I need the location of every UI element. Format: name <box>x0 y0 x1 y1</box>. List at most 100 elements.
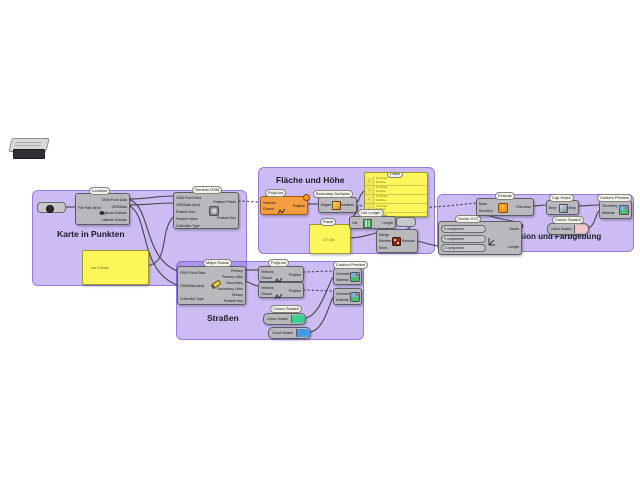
location-output-latitude[interactable]: Latitude Domain <box>101 217 128 222</box>
node-cap-holes[interactable]: Cap Holes Brep Brep <box>546 194 579 215</box>
boundary-output-surfaces[interactable]: Surfaces <box>340 203 354 207</box>
wire-location-osm-points[interactable] <box>127 195 174 200</box>
vectorxyz-input-x[interactable]: X component <box>441 225 486 233</box>
wire-panelrange-random-range[interactable] <box>348 232 377 239</box>
extrude-input-base[interactable]: Base <box>479 202 487 206</box>
node-custom-preview-s2[interactable]: Geometry Material <box>333 288 362 305</box>
polyline-f-input-closed[interactable]: Closed <box>263 207 274 211</box>
node-random[interactable]: Range Number Seed Random <box>376 229 418 253</box>
preview-ext-input-geometry[interactable]: Geometry <box>602 204 618 208</box>
node-extrude[interactable]: Extrude Base Direction ! Extrusion <box>476 192 534 216</box>
genericosm-input-featurevalue[interactable]: Feature Value <box>176 217 198 221</box>
genericosm-output-featurepoints[interactable]: Feature Points <box>213 200 236 204</box>
majorroads-output-secondarylinks[interactable]: Secondary Links <box>217 286 243 291</box>
genericosm-input-osmdata[interactable]: OSMData (text) <box>176 203 201 207</box>
colour-swatch-blue[interactable]: Colour Swatch <box>268 327 311 339</box>
polyline-s2-input-closed[interactable]: Closed <box>261 291 272 296</box>
wire-polyline1-preview[interactable] <box>302 270 334 273</box>
preview-ext-input-material[interactable]: Material <box>602 210 615 215</box>
random-input-number[interactable]: Number <box>379 239 392 243</box>
panel-height-range[interactable]: Panel 5 To 35 <box>309 218 351 254</box>
majorroads-output-primary[interactable]: Primary <box>230 268 243 273</box>
genericosm-input-osmpointdata[interactable]: OSM Point Data <box>176 196 202 200</box>
random-input-range[interactable]: Range <box>379 232 390 237</box>
node-custom-preview-ext[interactable]: Custom Preview Geometry Material <box>597 194 633 219</box>
wire-polyline2-preview[interactable] <box>302 289 334 292</box>
location-output-osmpointdata[interactable]: OSM Point Data <box>101 198 127 202</box>
majorroads-input-collectiontype[interactable]: Collection Type <box>180 297 204 301</box>
node-list-length[interactable]: List Length List Length <box>349 209 396 229</box>
random-output[interactable]: Random <box>401 239 415 243</box>
node-generic-osm[interactable]: Generic OSM OSM Point Data OSMData (text… <box>173 186 239 229</box>
colour-swatch-pink-chip[interactable] <box>574 225 588 233</box>
vectorxyz-output-vector[interactable]: Vector <box>509 227 519 231</box>
node-polyline-s1[interactable]: PolyLine Vertices Closed Polyline <box>258 259 304 284</box>
wire-featurepoints-polyline[interactable] <box>237 200 261 203</box>
node-vector-xyz[interactable]: Vector XYZ X component Y component Z com… <box>438 215 522 255</box>
canvas-widget-3d[interactable] <box>8 137 50 161</box>
wire-location-osm-data[interactable] <box>127 202 174 206</box>
majorroads-input-osmdata[interactable]: OSMData (text) <box>180 284 205 288</box>
wire-location-majorroads-points[interactable] <box>127 198 178 272</box>
warning-balloon[interactable] <box>303 194 310 201</box>
vectorxyz-input-z[interactable]: Z component <box>441 244 486 252</box>
node-custom-preview-s1[interactable]: Custom Preview Geometry Material <box>333 261 369 285</box>
wire-extrusion-capholes[interactable] <box>532 204 547 207</box>
polyline-s1-output[interactable]: Polyline <box>288 272 301 277</box>
wire-panel-featurevalue[interactable] <box>146 216 174 267</box>
number-param[interactable] <box>396 217 416 227</box>
location-output-osmdata[interactable]: OSMData <box>111 204 127 209</box>
wire-swatchgreen-material[interactable] <box>303 276 334 319</box>
node-polyline-s2[interactable]: Vertices Closed Polyline <box>258 282 304 300</box>
colour-swatch-blue-chip[interactable] <box>296 329 310 337</box>
polyline-s1-input-closed[interactable]: Closed <box>261 275 272 280</box>
listlength-output-length[interactable]: Length <box>382 220 393 225</box>
genericosm-input-collectiontype[interactable]: Collection Type <box>176 224 200 228</box>
polyline-s2-input-vertices[interactable]: Vertices <box>261 285 274 290</box>
polyline-s2-output[interactable]: Polyline <box>288 288 301 293</box>
vectorxyz-output-length[interactable]: Length <box>508 245 519 249</box>
colour-swatch-green[interactable]: Colour Swatch Colour Swatch <box>263 305 306 325</box>
vector-xyz-icon <box>487 233 496 251</box>
file-path-param[interactable] <box>37 202 66 213</box>
majorroads-output-secondary[interactable]: Secondary <box>226 280 243 285</box>
node-major-roads[interactable]: Major Roads OSM Point Data OSMData (text… <box>177 259 246 305</box>
vectorxyz-input-y[interactable]: Y component <box>441 234 486 243</box>
majorroads-output-tertiary[interactable]: Tertiary <box>231 292 243 297</box>
location-input-filepath[interactable]: File Path (text) <box>78 206 101 210</box>
boundary-input-edges[interactable]: Edges <box>321 203 331 207</box>
preview-s2-input-material[interactable]: Material <box>336 297 349 302</box>
wire-capholes-preview[interactable] <box>576 204 600 207</box>
polyline-s1-input-vertices[interactable]: Vertices <box>261 269 274 274</box>
colour-swatch-pink[interactable]: Colour Swatch Colour Swatch <box>547 216 589 235</box>
extrude-output-extrusion[interactable]: Extrusion <box>516 205 531 209</box>
colour-swatch-green-chip[interactable] <box>291 315 305 323</box>
node-location[interactable]: Location File Path (text) OSM Point Data… <box>75 187 130 225</box>
capholes-input-brep[interactable]: Brep <box>549 205 557 210</box>
random-input-seed[interactable]: Seed <box>379 245 388 250</box>
wire-location-majorroads-data[interactable] <box>127 204 178 286</box>
polyline-f-output[interactable]: Polyline <box>292 203 305 208</box>
preview-s1-input-material[interactable]: Material <box>336 277 349 282</box>
node-polyline-flaeche[interactable]: PolyLine Vertices Closed Polyline <box>260 189 310 215</box>
majorroads-input-osmpointdata[interactable]: OSM Point Data <box>180 271 206 275</box>
extrude-warning-icon[interactable]: ! <box>498 202 508 213</box>
extrude-input-direction[interactable]: Direction <box>479 208 493 213</box>
preview-s2-input-geometry[interactable]: Geometry <box>336 291 352 296</box>
listlength-input-list[interactable]: List <box>352 220 358 225</box>
genericosm-output-featurekey[interactable]: Feature Key <box>216 216 236 220</box>
panel-file-path[interactable]: box 3 8cmp <box>82 250 149 285</box>
genericosm-input-featurekey[interactable]: Feature Key <box>176 210 196 214</box>
node-boundary-surfaces[interactable]: Boundary Surfaces Edges Surfaces <box>313 190 357 213</box>
custom-preview-icon <box>619 205 629 215</box>
wire-swatchblue-material[interactable] <box>308 296 334 333</box>
majorroads-output-primarylinks[interactable]: Primary Links <box>221 274 243 279</box>
wire-swatchpink-material[interactable] <box>587 210 600 229</box>
polyline-f-input-vertices[interactable]: Vertices <box>263 201 276 205</box>
location-output-longitude[interactable]: Longitude Domain <box>98 211 127 215</box>
majorroads-output-featurekey[interactable]: Feature Key <box>223 298 243 303</box>
capholes-output-brep[interactable]: Brep <box>568 205 576 210</box>
preview-s1-input-geometry[interactable]: Geometry <box>336 271 352 276</box>
